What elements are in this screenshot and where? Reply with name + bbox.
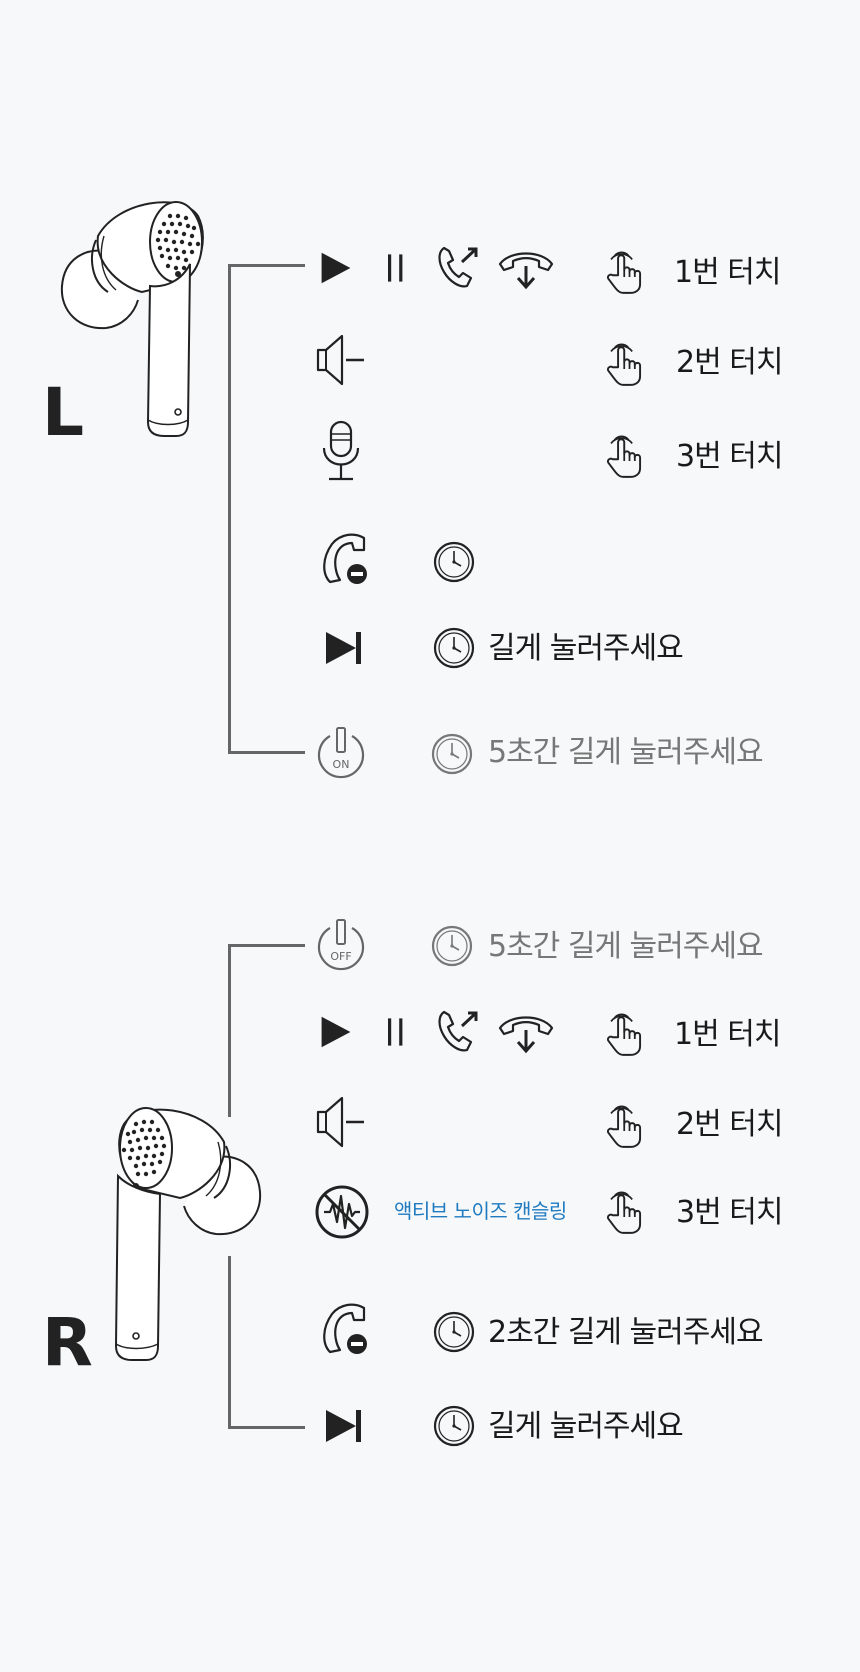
right-bracket-top-line xyxy=(228,944,305,1117)
clock-icon xyxy=(432,1404,476,1448)
right-bracket-bottom-line xyxy=(228,1256,305,1429)
clock-icon xyxy=(432,540,476,584)
hand-tap-icon xyxy=(604,426,648,482)
left-touch-3-label: 3번 터치 xyxy=(676,439,783,474)
left-side-label: L xyxy=(42,374,85,451)
hand-tap-icon xyxy=(604,334,648,390)
right-touch-3-label: 3번 터치 xyxy=(676,1195,783,1230)
anc-label: 액티브 노이즈 캔슬링 xyxy=(394,1199,567,1223)
left-touch-1-label: 1번 터치 xyxy=(674,255,781,290)
call-answer-icon xyxy=(496,1008,556,1058)
left-bracket-line xyxy=(228,264,305,754)
volume-down-icon xyxy=(312,330,372,390)
skip-next-icon xyxy=(322,628,366,668)
left-earbud-illustration xyxy=(60,201,204,437)
skip-next-icon xyxy=(322,1406,366,1446)
right-touch-1-label: 1번 터치 xyxy=(674,1017,781,1052)
hand-tap-icon xyxy=(604,1004,648,1060)
volume-up-icon xyxy=(312,1092,372,1152)
power-on-label: 5초간 길게 눌러주세요 xyxy=(488,735,764,770)
hand-tap-icon xyxy=(604,1096,648,1152)
clock-icon xyxy=(432,626,476,670)
pause-icon xyxy=(380,1014,412,1050)
noise-cancelling-icon xyxy=(312,1182,372,1242)
power-on-icon: ON xyxy=(317,727,365,779)
reject-call-icon xyxy=(314,1300,374,1360)
reject-call-icon xyxy=(314,530,374,590)
call-outgoing-icon xyxy=(434,242,484,292)
svg-text:ON: ON xyxy=(333,758,350,771)
play-icon xyxy=(318,1014,354,1050)
right-touch-2-label: 2번 터치 xyxy=(676,1107,783,1142)
pause-icon xyxy=(380,250,412,286)
hand-tap-icon xyxy=(604,242,648,298)
right-earbud-illustration xyxy=(114,1107,262,1361)
clock-icon xyxy=(432,1310,476,1354)
call-outgoing-icon xyxy=(434,1006,484,1056)
hand-tap-icon xyxy=(604,1182,648,1238)
play-icon xyxy=(318,250,354,286)
clock-icon xyxy=(430,732,474,776)
svg-text:OFF: OFF xyxy=(330,950,351,963)
microphone-icon xyxy=(316,418,366,488)
reject-call-label: 2초간 길게 눌러주세요 xyxy=(488,1315,764,1350)
left-long-press-label: 길게 눌러주세요 xyxy=(488,631,684,666)
clock-icon xyxy=(430,924,474,968)
left-touch-2-label: 2번 터치 xyxy=(676,345,783,380)
power-off-label: 5초간 길게 눌러주세요 xyxy=(488,929,764,964)
power-off-icon: OFF xyxy=(317,919,365,971)
right-side-label: R xyxy=(42,1304,93,1381)
call-answer-icon xyxy=(496,244,556,294)
right-long-press-label: 길게 눌러주세요 xyxy=(488,1409,684,1444)
